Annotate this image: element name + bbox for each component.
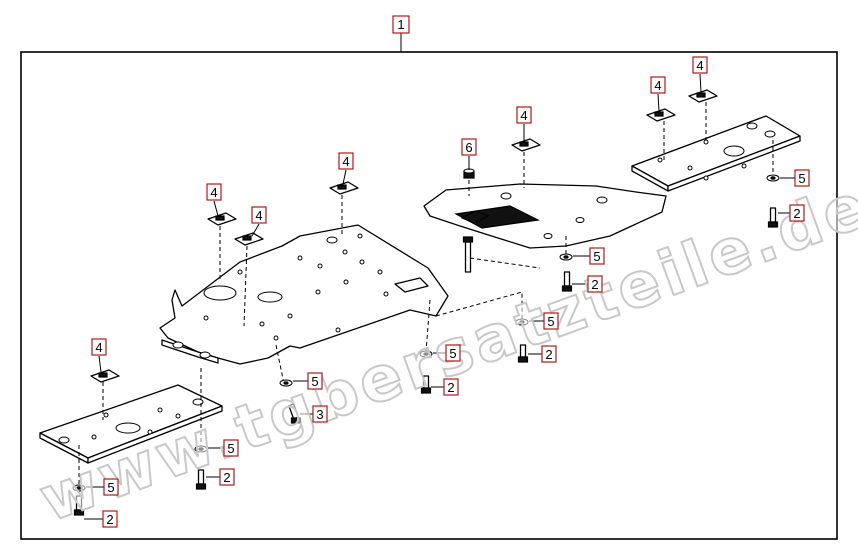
callout-c2[interactable]: 4 — [206, 183, 222, 201]
callout-c1[interactable]: 4 — [91, 338, 107, 356]
rear-skid-plate — [423, 183, 667, 249]
callout-number: 4 — [342, 154, 349, 169]
callout-number: 5 — [547, 314, 554, 329]
callout-number: 5 — [593, 249, 600, 264]
callout-number: 4 — [696, 58, 703, 73]
callout-c8[interactable]: 6 — [461, 138, 477, 156]
callout-number: 5 — [311, 374, 318, 389]
callout-c3[interactable]: 4 — [251, 206, 267, 224]
callout-c20[interactable]: 2 — [219, 468, 235, 486]
callout-number: 4 — [210, 185, 217, 200]
callout-c6[interactable]: 4 — [650, 76, 666, 94]
callout-number: 6 — [465, 140, 472, 155]
callout-c22[interactable]: 2 — [102, 510, 118, 528]
clip-nuts — [90, 89, 718, 383]
callout-number: 2 — [447, 380, 454, 395]
callout-c10[interactable]: 2 — [587, 275, 603, 293]
callout-number: 2 — [591, 277, 598, 292]
callout-c5[interactable]: 4 — [516, 106, 532, 124]
left-skid-plate — [39, 384, 223, 464]
callout-c21[interactable]: 5 — [103, 478, 119, 496]
callout-number: 2 — [545, 347, 552, 362]
callout-c15[interactable]: 5 — [445, 344, 461, 362]
callout-number: 1 — [397, 17, 404, 32]
callout-c18[interactable]: 3 — [312, 405, 328, 423]
center-skid-plate — [159, 224, 449, 365]
leader-lines — [84, 73, 795, 520]
watermark-text: www.tgbersatzteile.de — [30, 167, 858, 536]
diagram-frame — [20, 51, 838, 540]
callout-number: 4 — [255, 208, 262, 223]
callout-c14[interactable]: 2 — [541, 345, 557, 363]
callout-c16[interactable]: 2 — [443, 378, 459, 396]
callout-number: 4 — [520, 108, 527, 123]
callout-number: 5 — [798, 171, 805, 186]
callout-number: 4 — [95, 340, 102, 355]
callout-number: 5 — [107, 480, 114, 495]
callout-c13[interactable]: 5 — [543, 312, 559, 330]
callout-c17[interactable]: 5 — [307, 372, 323, 390]
callout-c12[interactable]: 2 — [789, 204, 805, 222]
callout-number: 2 — [106, 512, 113, 527]
callout-c19[interactable]: 5 — [223, 439, 239, 457]
assembly-lines — [78, 102, 774, 488]
callout-number: 5 — [227, 441, 234, 456]
callout-number: 2 — [793, 206, 800, 221]
callout-assembly[interactable]: 1 — [392, 15, 410, 34]
callout-c4[interactable]: 4 — [338, 152, 354, 170]
callout-number: 4 — [654, 78, 661, 93]
callout-number: 2 — [223, 470, 230, 485]
callout-number: 5 — [449, 346, 456, 361]
callout-number: 3 — [316, 407, 323, 422]
callout-c9[interactable]: 5 — [589, 247, 605, 265]
callout-c7[interactable]: 4 — [692, 56, 708, 74]
callout-c11[interactable]: 5 — [794, 169, 810, 187]
right-skid-plate — [631, 115, 801, 192]
